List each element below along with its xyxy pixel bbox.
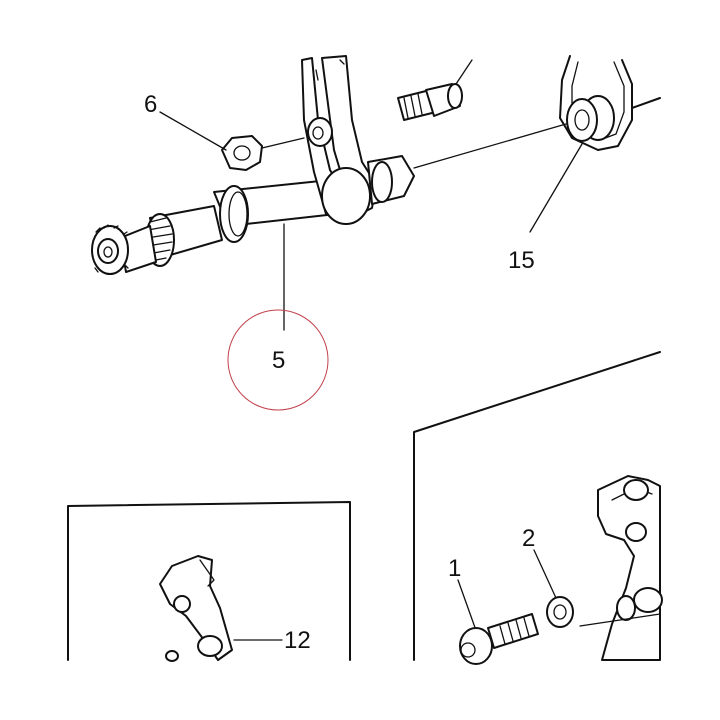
callout-6: 6 xyxy=(144,91,157,118)
inset-left-frame xyxy=(67,501,351,661)
leader-lines xyxy=(159,59,583,641)
nut xyxy=(221,135,263,171)
housing-pin xyxy=(625,522,647,542)
housing-hole xyxy=(633,587,663,613)
inset-right-housing xyxy=(597,475,661,661)
leader-15 xyxy=(529,143,583,233)
inset-box-left xyxy=(67,501,351,662)
upper-bolt xyxy=(397,83,463,121)
lever-pivot-inner xyxy=(312,126,324,140)
bracket-rod xyxy=(631,97,661,109)
bolt-1-head xyxy=(459,627,493,665)
housing-centerline xyxy=(579,613,661,627)
lever-arm xyxy=(301,55,415,225)
inset-left-part xyxy=(159,555,233,661)
washer-2 xyxy=(546,596,574,628)
housing-bore xyxy=(616,595,636,621)
sleeve-face xyxy=(371,161,393,203)
shaft-assembly xyxy=(91,179,337,275)
inset-right-frame xyxy=(413,351,661,661)
inset-left-pin xyxy=(173,595,191,613)
spline-end-center xyxy=(103,246,113,258)
shaft-centerline xyxy=(413,123,567,169)
leader-2 xyxy=(533,549,557,599)
callout-5: 5 xyxy=(272,347,285,374)
callout-2: 2 xyxy=(522,525,535,552)
washer-2-hole xyxy=(553,604,567,620)
callout-labels: 6 5 15 12 1 2 xyxy=(144,91,535,654)
lever-pivot-hole xyxy=(307,117,333,147)
collar-inner xyxy=(228,191,248,237)
end-teeth xyxy=(94,224,129,273)
lever-detail xyxy=(315,59,345,81)
inset-left-hole-2 xyxy=(165,650,179,662)
callout-12: 12 xyxy=(284,627,311,654)
spline-end-bore xyxy=(97,238,119,264)
lever-boss xyxy=(321,167,371,225)
washer xyxy=(566,98,598,142)
inset-left-hole xyxy=(197,635,223,657)
bolt-head-face xyxy=(447,83,463,109)
bracket-assembly xyxy=(559,55,661,151)
nut-bore xyxy=(233,145,251,161)
washer-hole xyxy=(574,109,590,131)
inset-left-part-edge xyxy=(199,559,215,587)
bolt-1-threads xyxy=(487,613,539,649)
nut-body xyxy=(221,135,263,171)
highlight-circle xyxy=(227,309,329,411)
leader-6 xyxy=(159,111,227,151)
housing-hole-top xyxy=(623,479,649,501)
bracket-outline xyxy=(559,55,633,151)
bolt-1-socket xyxy=(460,642,476,658)
leader-6-extension xyxy=(261,137,305,149)
shaft-collar xyxy=(219,185,249,243)
leader-bolt xyxy=(455,59,473,85)
callout-1: 1 xyxy=(448,555,461,582)
leader-1 xyxy=(457,579,479,637)
inset-box-right xyxy=(413,351,663,665)
callout-15: 15 xyxy=(508,247,535,274)
